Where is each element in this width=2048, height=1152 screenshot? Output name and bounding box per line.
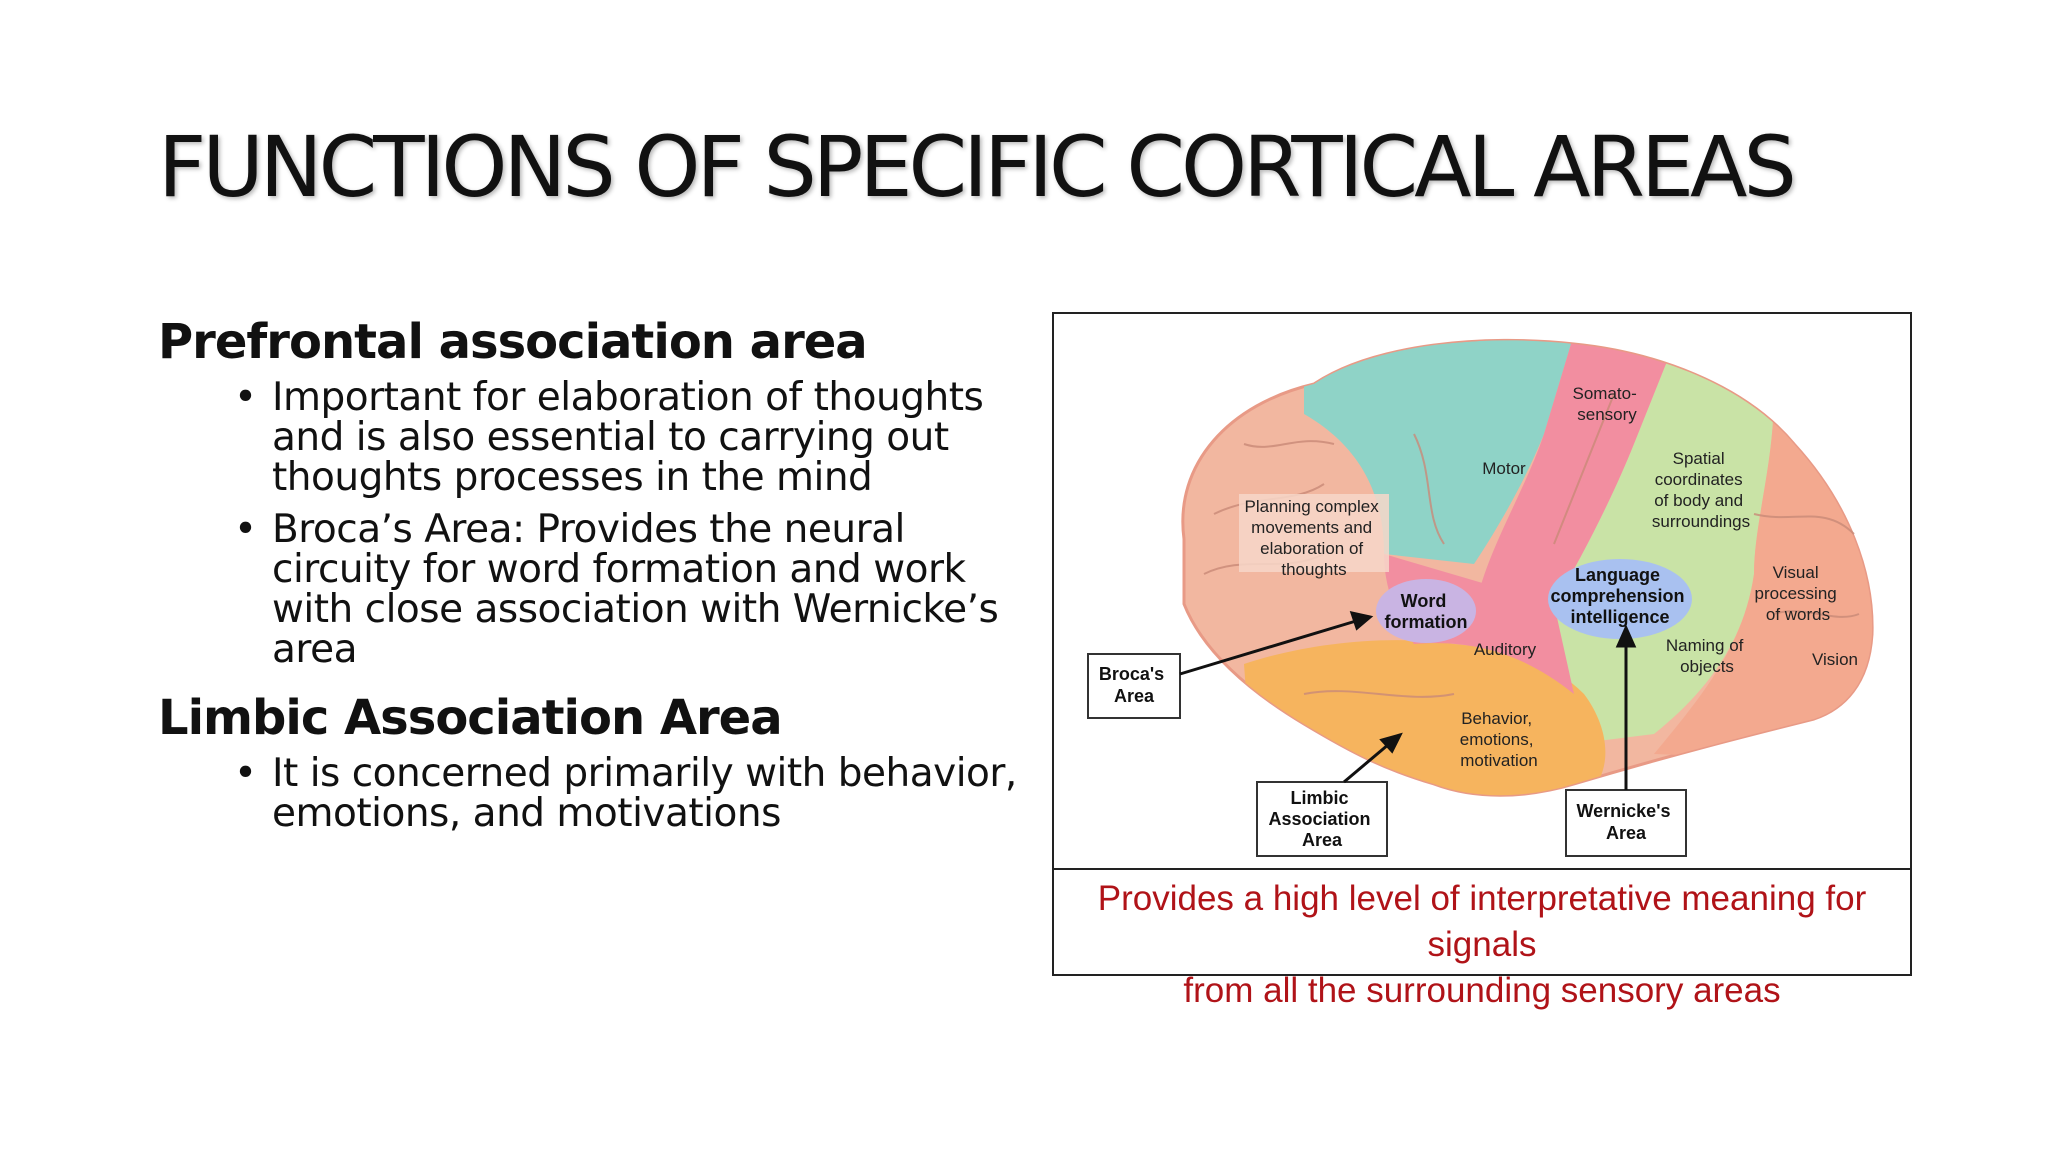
word-formation-region: [1376, 579, 1476, 643]
callout-arrows: [1179, 610, 1637, 790]
somatosensory-region: [1474, 340, 1674, 614]
callout-broca: Broca's Area: [1087, 653, 1181, 719]
motor-region: [1304, 340, 1574, 564]
gyri-lines: [1203, 393, 1860, 698]
label-somatosensory: Somato- sensory: [1573, 384, 1642, 424]
label-naming: Naming of objects: [1666, 636, 1748, 676]
content-column: Prefrontal association area • Important f…: [158, 312, 1028, 852]
bullet-text: Important for elaboration of thoughts an…: [272, 375, 984, 500]
brain-diagram: Somato- sensory Motor Spatial coordinate…: [1087, 338, 1874, 857]
slide-title: FUNCTIONS OF SPECIFIC CORTICAL AREAS: [158, 118, 1797, 216]
bullet-dot: •: [234, 375, 257, 420]
bullet-text: It is concerned primarily with behavior,…: [272, 751, 1017, 836]
bullet-list-limbic: • It is concerned primarily with behavior…: [158, 754, 1028, 834]
caption-line: from all the surrounding sensory areas: [1183, 971, 1781, 1010]
label-vision: Vision: [1812, 650, 1858, 669]
bullet-list-prefrontal: • Important for elaboration of thoughts a…: [158, 378, 1028, 670]
bullet-dot: •: [234, 507, 257, 552]
label-motor: Motor: [1482, 459, 1526, 478]
label-auditory: Auditory: [1474, 640, 1537, 659]
planning-label-bg: [1239, 494, 1389, 572]
bullet-text: Broca’s Area: Provides the neural circui…: [272, 507, 999, 672]
svg-text:Wernicke's Area: Wernicke's Area: [1576, 801, 1675, 843]
section-heading-prefrontal: Prefrontal association area: [158, 314, 868, 370]
callout-wernicke: Wernicke's Area: [1565, 789, 1687, 857]
callout-limbic: Limbic Association Area: [1256, 781, 1388, 857]
bullet-item: • Broca’s Area: Provides the neural circu…: [234, 510, 1028, 670]
label-visual-processing: Visual processing of words: [1755, 563, 1842, 624]
bullet-item: • It is concerned primarily with behavior…: [234, 754, 1028, 834]
figure-caption: Provides a high level of interpretative …: [1054, 868, 1910, 1010]
bullet-item: • Important for elaboration of thoughts a…: [234, 378, 1028, 498]
bullet-dot: •: [234, 751, 257, 796]
language-region: [1548, 559, 1692, 639]
section-heading-limbic: Limbic Association Area: [158, 690, 783, 746]
brain-figure: Somato- sensory Motor Spatial coordinate…: [1052, 312, 1912, 1010]
svg-text:Limbic Association: Limbic Association Area: [1268, 788, 1375, 850]
label-word-formation: Word formation: [1385, 591, 1468, 632]
parietal-region: [1554, 344, 1774, 744]
caption-line: Provides a high level of interpretative …: [1097, 879, 1867, 964]
label-behavior: Behavior, emotions, motivation: [1460, 709, 1538, 770]
label-planning: Planning complex movements and elaborati…: [1245, 497, 1384, 579]
label-spatial: Spatial coordinates of body and surround…: [1652, 449, 1750, 531]
svg-text:Broca's Area: Broca's Area: [1099, 664, 1169, 706]
label-language: Language comprehension intelligence: [1550, 565, 1689, 627]
